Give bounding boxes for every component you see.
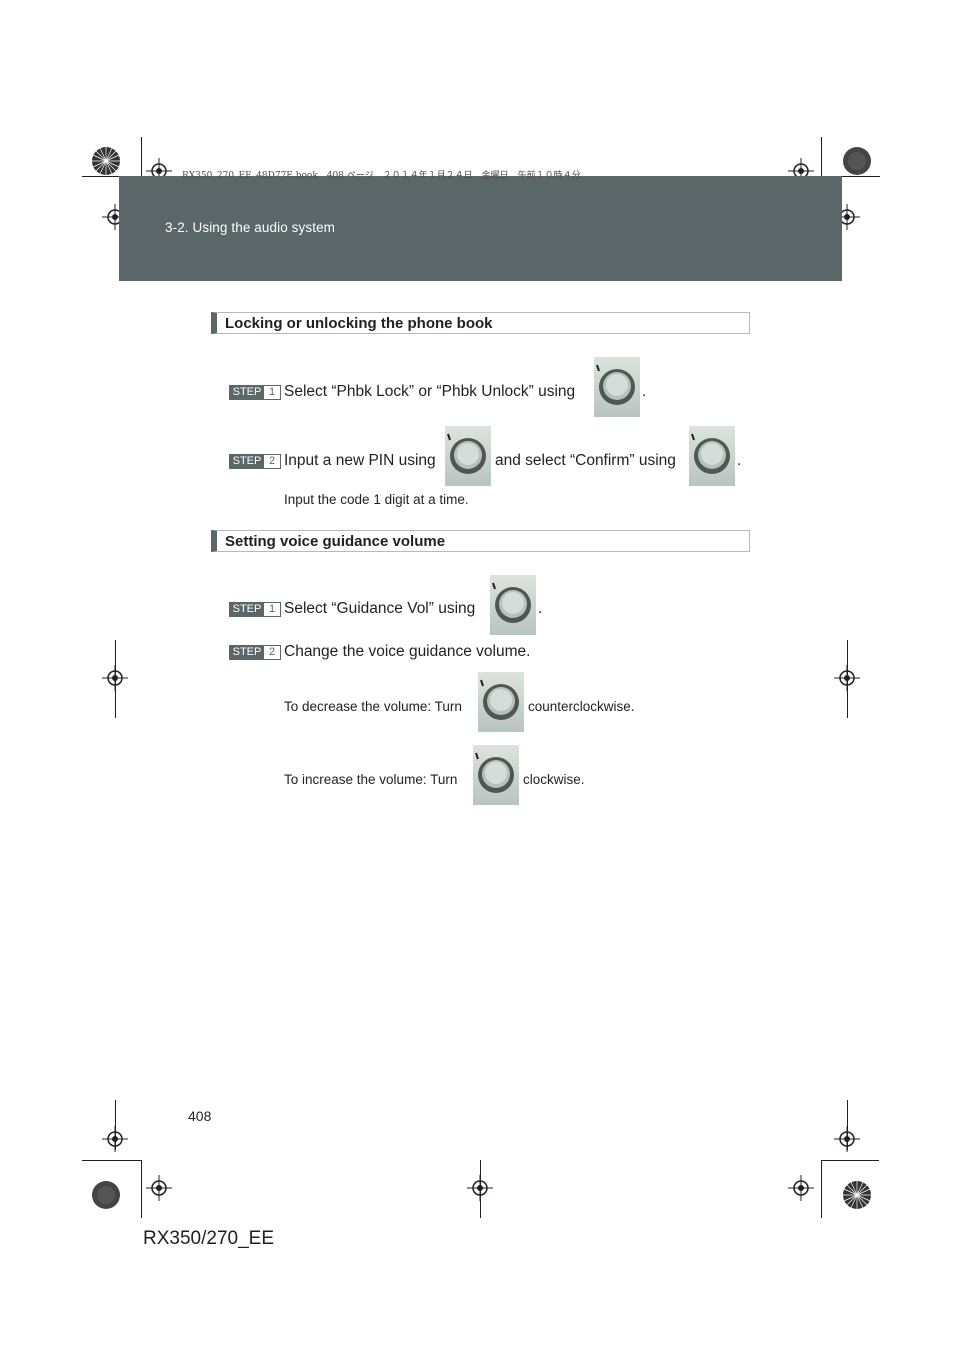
step-badge: STEP 1 xyxy=(229,385,281,400)
section-heading: Locking or unlocking the phone book xyxy=(211,312,750,334)
section-heading: Setting voice guidance volume xyxy=(211,530,750,552)
page-number: 408 xyxy=(188,1108,212,1124)
crop-line xyxy=(847,1100,848,1150)
increase-text: To increase the volume: Turn xyxy=(284,772,458,787)
crop-line xyxy=(480,1160,481,1218)
registration-sunburst-icon xyxy=(843,147,871,175)
tune-knob-icon xyxy=(490,575,536,635)
crop-line xyxy=(821,137,822,177)
step-badge-label: STEP xyxy=(230,603,264,616)
step-badge-label: STEP xyxy=(230,386,264,399)
step-text: Input a new PIN using xyxy=(284,452,436,469)
step-text-end: . xyxy=(642,383,647,400)
crop-line xyxy=(82,1160,142,1161)
step-badge-number: 2 xyxy=(264,455,280,468)
decrease-text-end: counterclockwise. xyxy=(528,699,635,714)
registration-target-icon xyxy=(788,1175,814,1201)
step-badge: STEP 2 xyxy=(229,454,281,469)
tune-knob-icon xyxy=(473,745,519,805)
crop-line xyxy=(82,176,120,177)
crop-line xyxy=(141,1160,142,1218)
chapter-header-band xyxy=(119,176,842,281)
step-text-middle: and select “Confirm” using xyxy=(495,452,676,469)
tune-knob-icon xyxy=(689,426,735,486)
crop-line xyxy=(115,640,116,718)
section-title: 3-2. Using the audio system xyxy=(165,220,336,235)
step-text-end: . xyxy=(737,452,742,469)
increase-text-end: clockwise. xyxy=(523,772,585,787)
crop-line xyxy=(847,640,848,718)
step-note: Input the code 1 digit at a time. xyxy=(284,492,469,507)
step-text: Change the voice guidance volume. xyxy=(284,643,531,660)
book-info-line: RX350_270_EE_48D77E.book 408 ページ ２０１４年１月… xyxy=(182,171,581,181)
step-badge-number: 2 xyxy=(264,646,280,659)
step-badge: STEP 1 xyxy=(229,602,281,617)
crop-line xyxy=(141,137,142,177)
crop-line xyxy=(115,1100,116,1150)
tune-knob-icon xyxy=(594,357,640,417)
step-badge-number: 1 xyxy=(264,386,280,399)
step-text-end: . xyxy=(538,600,543,617)
step-text: Select “Guidance Vol” using xyxy=(284,600,476,617)
step-text: Select “Phbk Lock” or “Phbk Unlock” usin… xyxy=(284,383,576,400)
step-badge: STEP 2 xyxy=(229,645,281,660)
tune-knob-icon xyxy=(478,672,524,732)
registration-sunburst-icon xyxy=(92,1181,120,1209)
crop-line xyxy=(842,176,880,177)
section-heading-label: Setting voice guidance volume xyxy=(225,533,446,550)
decrease-text: To decrease the volume: Turn xyxy=(284,699,462,714)
tune-knob-icon xyxy=(445,426,491,486)
crop-line xyxy=(821,1160,879,1161)
section-heading-label: Locking or unlocking the phone book xyxy=(225,315,493,332)
registration-target-icon xyxy=(146,1175,172,1201)
crop-line xyxy=(821,1160,822,1218)
step-badge-label: STEP xyxy=(230,646,264,659)
registration-sunburst-icon xyxy=(92,147,120,175)
step-badge-number: 1 xyxy=(264,603,280,616)
registration-sunburst-icon xyxy=(843,1181,871,1209)
step-badge-label: STEP xyxy=(230,455,264,468)
model-code: RX350/270_EE xyxy=(143,1228,274,1249)
